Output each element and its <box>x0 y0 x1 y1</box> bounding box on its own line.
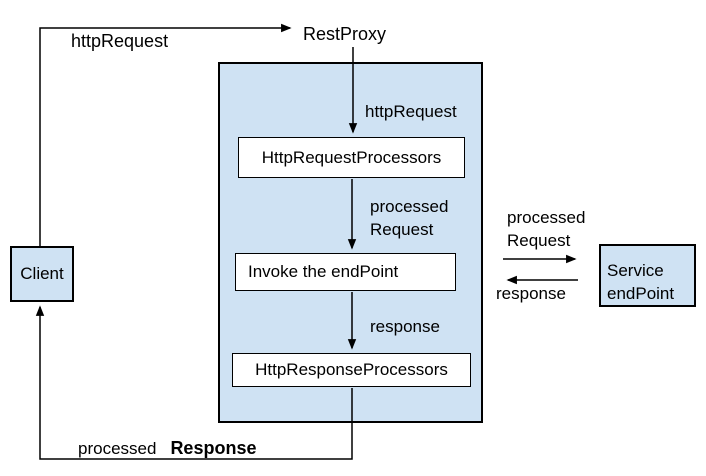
label-rest-proxy: RestProxy <box>303 24 387 44</box>
node-service-endpoint: Service endPoint <box>599 244 696 307</box>
edge-label-httprequest-top: httpRequest <box>71 31 169 51</box>
edge-label-response-inner: response <box>370 317 440 336</box>
node-invoke-endpoint: Invoke the endPoint <box>235 253 456 291</box>
node-service-endpoint-label-line2: endPoint <box>607 284 675 303</box>
edge-label-processed-response-bottom: processed Response <box>78 438 256 459</box>
node-http-request-processors-label: HttpRequestProcessors <box>261 147 442 167</box>
node-http-response-processors: HttpResponseProcessors <box>232 353 471 387</box>
node-http-request-processors: HttpRequestProcessors <box>238 137 465 178</box>
edge-label-processed-request-right-line2: Request <box>507 231 571 250</box>
edge-label-httprequest-inner: httpRequest <box>365 102 457 121</box>
edge-label-processed-response-word1: processed <box>78 439 157 458</box>
edge-label-processed-request-right: processed Request <box>507 206 585 252</box>
node-invoke-endpoint-label: Invoke the endPoint <box>248 262 399 281</box>
edge-label-response-right: response <box>496 284 566 303</box>
edge-label-processed-request-right-line1: processed <box>507 208 586 227</box>
edge-label-processed-response-word2: Response <box>170 438 257 458</box>
node-client-label: Client <box>20 264 64 283</box>
node-http-response-processors-label: HttpResponseProcessors <box>255 360 448 379</box>
node-service-endpoint-label-line1: Service <box>607 261 664 280</box>
edge-label-processed-request-inner: processed Request <box>370 195 448 241</box>
edge-label-processed-request-inner-line2: Request <box>370 220 434 239</box>
edge-label-processed-request-inner-line1: processed <box>370 197 449 216</box>
node-client: Client <box>10 246 74 302</box>
